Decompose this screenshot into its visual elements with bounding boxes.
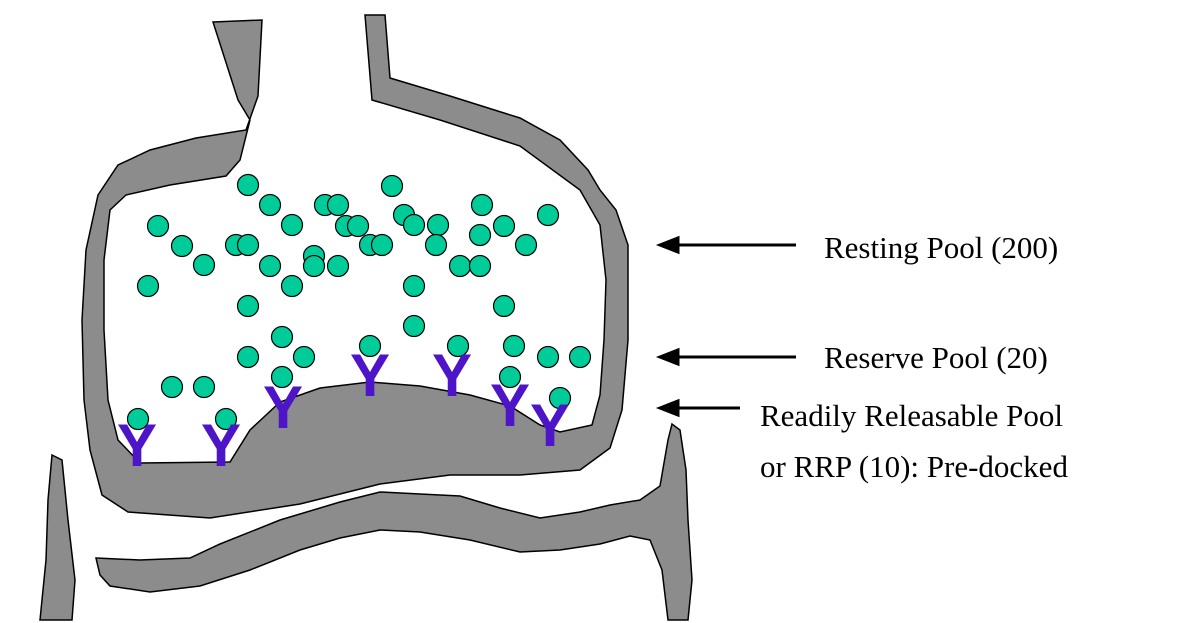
vesicle	[160, 375, 184, 399]
vesicle	[170, 234, 194, 258]
receptor: Y	[117, 412, 157, 479]
vesicle	[492, 214, 516, 238]
vesicle	[568, 345, 592, 369]
vesicle	[492, 294, 516, 318]
vesicle	[292, 345, 316, 369]
vesicle	[536, 345, 560, 369]
receptor: Y	[490, 372, 530, 439]
receptor: Y	[530, 392, 570, 459]
vesicle	[470, 193, 494, 217]
vesicle	[502, 334, 526, 358]
arrow-resting-head	[655, 235, 680, 255]
vesicle	[258, 254, 282, 278]
docking-receptors: Y Y Y Y Y Y Y	[117, 342, 570, 479]
vesicle	[448, 254, 472, 278]
vesicle	[214, 407, 238, 431]
vesicle	[468, 254, 492, 278]
postsynaptic-membrane	[39, 453, 76, 621]
arrows	[655, 235, 796, 418]
receptor: Y	[350, 342, 390, 409]
vesicle	[280, 274, 304, 298]
vesicle	[146, 214, 170, 238]
rrp-label-line2: or RRP (10): Pre-docked	[760, 449, 1068, 484]
vesicle	[136, 274, 160, 298]
vesicle	[548, 386, 572, 410]
vesicle	[192, 253, 216, 277]
vesicle	[270, 325, 294, 349]
vesicle	[236, 294, 260, 318]
vesicle	[346, 214, 370, 238]
vesicle	[326, 254, 350, 278]
postsynaptic-membrane-body	[95, 422, 693, 621]
vesicle	[236, 173, 260, 197]
arrow-reserve-head	[655, 347, 680, 367]
presynaptic-membrane	[81, 14, 629, 519]
receptor: Y	[432, 342, 472, 409]
vesicle	[468, 223, 492, 247]
vesicle	[358, 334, 382, 358]
vesicle	[402, 213, 426, 237]
vesicle	[536, 203, 560, 227]
vesicle	[514, 233, 538, 257]
vesicle	[258, 193, 282, 217]
reserve-pool-label: Reserve Pool (20)	[824, 340, 1048, 375]
receptor: Y	[263, 374, 303, 441]
vesicle	[402, 314, 426, 338]
vesicle	[280, 213, 304, 237]
receptor: Y	[201, 412, 241, 479]
rrp-label-line1: Readily Releasable Pool	[760, 398, 1064, 433]
vesicle	[380, 174, 404, 198]
vesicle	[424, 233, 448, 257]
vesicle	[326, 193, 350, 217]
vesicle	[192, 375, 216, 399]
vesicle	[426, 213, 450, 237]
vesicle	[402, 274, 426, 298]
vesicle	[236, 345, 260, 369]
vesicle	[370, 233, 394, 257]
arrow-rrp-head	[655, 398, 680, 418]
vesicle	[126, 407, 150, 431]
synaptic-vesicles	[126, 173, 592, 431]
vesicle	[498, 365, 522, 389]
resting-pool-label: Resting Pool (200)	[824, 230, 1059, 265]
vesicle	[302, 254, 326, 278]
vesicle	[270, 365, 294, 389]
vesicle	[236, 233, 260, 257]
vesicle	[446, 334, 470, 358]
